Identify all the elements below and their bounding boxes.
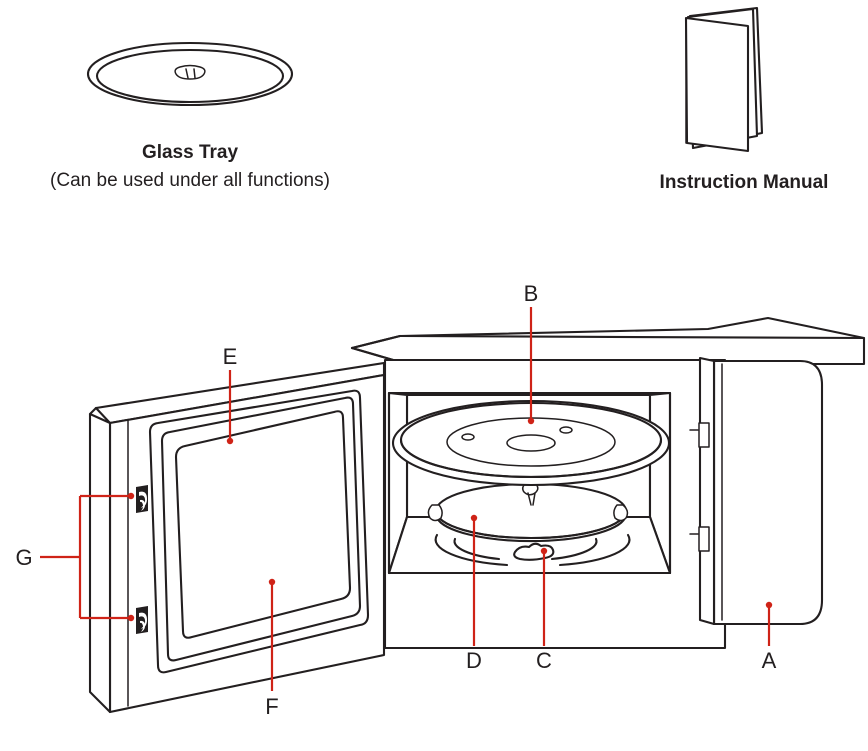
- callout-E: E: [223, 344, 238, 445]
- callout-label-A: A: [762, 648, 777, 673]
- oven-door: [88, 361, 386, 714]
- latch-hook-lower-icon: [136, 606, 148, 634]
- oven-top-panel: [350, 316, 866, 366]
- instruction-manual-caption-title: Instruction Manual: [660, 172, 829, 193]
- callout-B: B: [524, 281, 539, 425]
- callout-C: C: [536, 547, 552, 673]
- glass-tray-caption-note: (Can be used under all functions): [50, 170, 330, 191]
- callout-D: D: [466, 514, 482, 673]
- callout-label-D: D: [466, 648, 482, 673]
- cavity-floor-arcs: [434, 533, 631, 567]
- callout-A: A: [762, 601, 777, 673]
- glass-tray-hub-icon: [174, 64, 206, 80]
- glass-turntable-tray: [391, 399, 671, 487]
- door-safety-latch-hooks: [136, 485, 148, 634]
- instruction-manual-icon: [684, 6, 764, 153]
- callout-label-E: E: [223, 344, 238, 369]
- callout-F: F: [265, 578, 279, 719]
- callout-label-F: F: [265, 694, 278, 719]
- glass-tray-caption-title: Glass Tray: [142, 142, 239, 163]
- latch-hook-upper-icon: [136, 485, 148, 513]
- glass-tray-icon: [86, 41, 294, 107]
- control-panel: [698, 356, 824, 626]
- callout-G: G: [15, 492, 135, 622]
- callout-label-B: B: [524, 281, 539, 306]
- callout-label-C: C: [536, 648, 552, 673]
- latch-receiver-slots: [689, 422, 710, 552]
- callout-label-G: G: [15, 545, 32, 570]
